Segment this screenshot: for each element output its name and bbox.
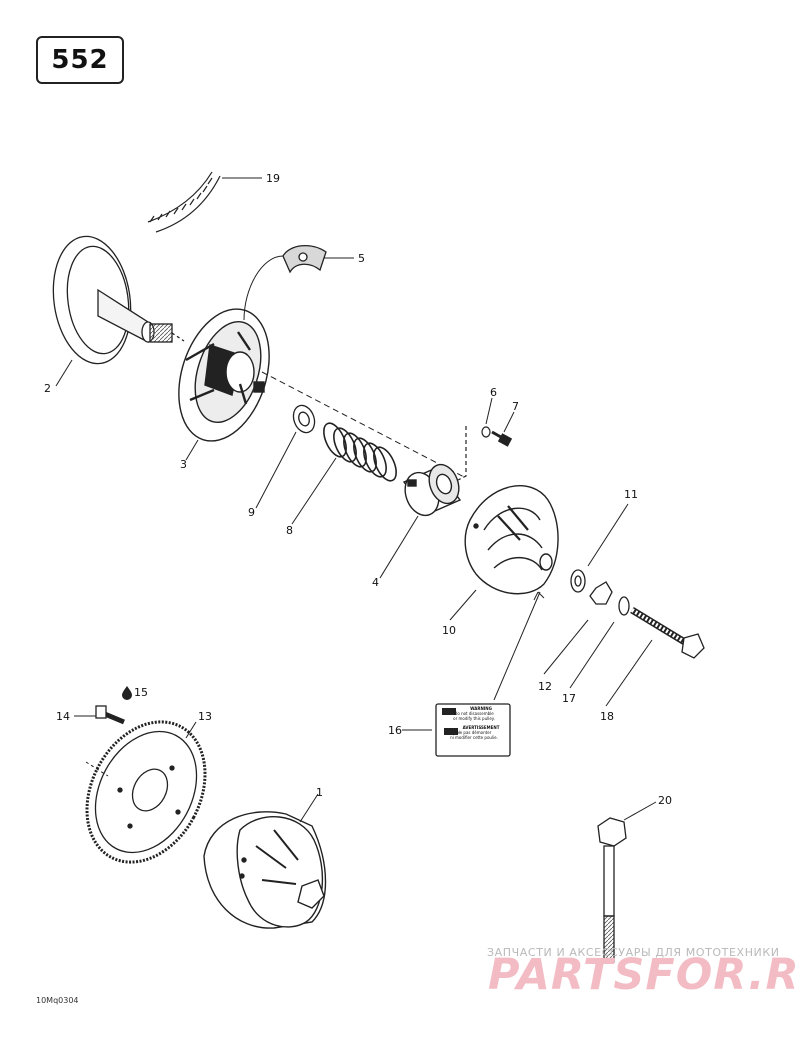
callout-9: 9: [248, 506, 255, 519]
callout-7: 7: [512, 400, 519, 413]
callout-4: 4: [372, 576, 379, 589]
warning-line-2: or modify this pulley.: [453, 716, 495, 721]
spring-washer: [292, 404, 316, 434]
watermark-logo: PARTSFOR.RU: [488, 950, 800, 1000]
long-bolt: [597, 817, 627, 963]
callout-17: 17: [562, 692, 576, 705]
callout-16: 16: [388, 724, 402, 737]
sliding-half-sheave: [464, 485, 559, 595]
warning-label-frame: [435, 703, 511, 757]
assembly-axis: [261, 371, 467, 479]
fixed-sheave: [52, 235, 185, 365]
movable-sheave: [178, 308, 270, 442]
spring: [323, 422, 397, 482]
callout-19: 19: [266, 172, 280, 185]
callout-14: 14: [56, 710, 70, 723]
ring-gear-assembly: [85, 705, 207, 864]
callout-13: 13: [198, 710, 212, 723]
callout-11: 11: [624, 488, 638, 501]
drive-belt: [147, 171, 221, 233]
warning-heading-fr: AVERTISSEMENT: [462, 725, 500, 730]
warning-heading: WARNING: [470, 706, 492, 711]
cam: [402, 463, 462, 517]
watermark-tagline: ЗАПЧАСТИ И АКСЕССУАРЫ ДЛЯ МОТОТЕХНИКИ: [487, 946, 780, 959]
warning-line-1: Do not disassemble: [454, 711, 494, 716]
warning-line-4: ni modifier cette poulie.: [450, 735, 498, 740]
callout-15: 15: [134, 686, 148, 699]
callout-6: 6: [490, 386, 497, 399]
callout-5: 5: [358, 252, 365, 265]
callout-2: 2: [44, 382, 51, 395]
drawing-code: 10Mq0304: [36, 996, 79, 1005]
callout-1: 1: [316, 786, 323, 799]
drive-pulley-assembly: [203, 811, 327, 929]
callout-20: 20: [658, 794, 672, 807]
callout-12: 12: [538, 680, 552, 693]
warning-label: WARNING Do not disassemble or modify thi…: [440, 706, 508, 740]
slider-shoe: [243, 245, 327, 321]
callout-18: 18: [600, 710, 614, 723]
page-number: 552: [51, 45, 109, 75]
callout-8: 8: [286, 524, 293, 537]
leader-lines: [55, 177, 657, 823]
set-screw-assembly: [457, 426, 513, 481]
warning-line-3: Ne pas démonter: [456, 730, 492, 735]
page-number-box: 552: [36, 36, 124, 84]
callout-10: 10: [442, 624, 456, 637]
hardware-stack: [570, 569, 705, 659]
callout-3: 3: [180, 458, 187, 471]
oil-drop-icon: [122, 686, 132, 700]
